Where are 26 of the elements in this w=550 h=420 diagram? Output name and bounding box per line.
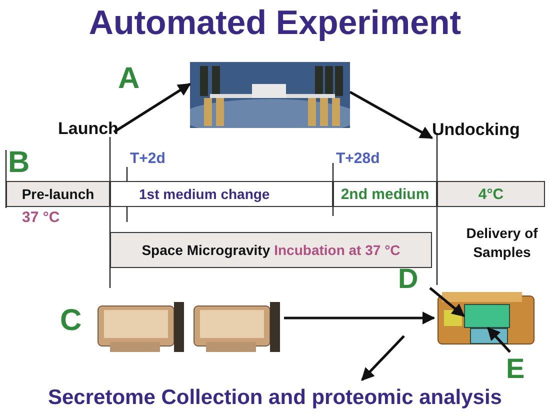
- timeline-segment: [110, 181, 333, 207]
- bar-text: 4°C: [478, 186, 504, 202]
- timeline-segment: [6, 181, 110, 207]
- culture-chamber: [464, 304, 510, 328]
- arrow: [349, 90, 434, 140]
- leader-line: [429, 287, 465, 317]
- panel-letter: A: [118, 62, 140, 96]
- arrow: [113, 82, 192, 134]
- title: Automated Experiment: [88, 4, 462, 43]
- bar-text: Pre-launch: [22, 186, 94, 202]
- timeline-segment: [333, 181, 437, 207]
- timeline-segment: [437, 181, 545, 207]
- bar-text: Space Microgravity: [142, 242, 270, 258]
- panel-letter: C: [60, 304, 82, 338]
- bar-text: 2nd medium: [340, 186, 430, 202]
- temperature-label: 37 °C: [22, 209, 60, 226]
- delivery-note: Delivery of Samples: [465, 224, 539, 262]
- bar-text: 1st medium change: [139, 186, 270, 202]
- time-marker: T+2d: [130, 150, 166, 167]
- incubation-bar: [110, 232, 432, 268]
- panel-letter: B: [8, 146, 30, 180]
- bar-text: Incubation at 37 °C: [274, 242, 400, 258]
- time-marker: T+28d: [336, 150, 380, 167]
- callout-letter: D: [398, 262, 430, 296]
- arrow: [361, 335, 405, 381]
- arrow: [284, 312, 436, 324]
